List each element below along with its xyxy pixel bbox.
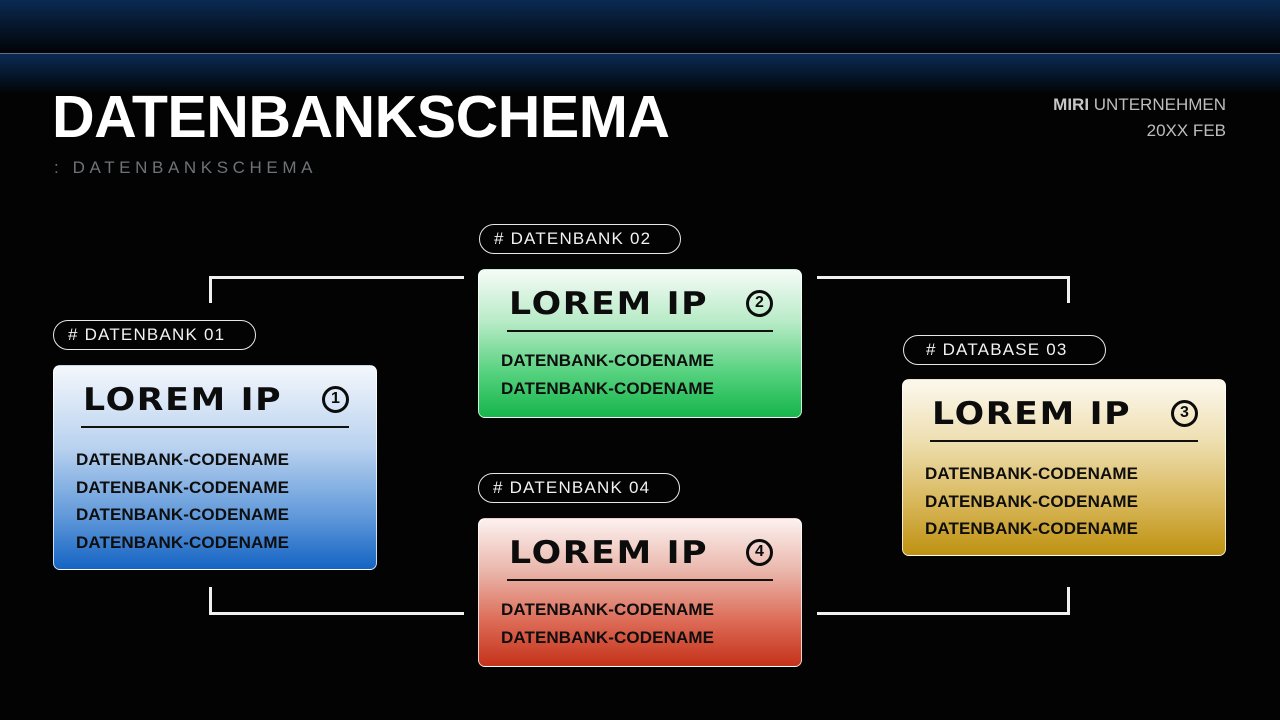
card-title: LOREM IP [509, 535, 709, 571]
list-item: DATENBANK-CODENAME [925, 464, 1139, 483]
database-tag-02: # DATENBANK 02 [479, 224, 681, 254]
company-info: MIRI UNTERNEHMEN 20XX FEB [1053, 92, 1226, 144]
page-title: DATENBANKSCHEMA [52, 84, 670, 150]
circled-number-icon: 3 [1171, 400, 1198, 427]
company-name-rest: UNTERNEHMEN [1089, 95, 1226, 114]
card-header: LOREM IP 1 [81, 380, 349, 428]
list-item: DATENBANK-CODENAME [925, 519, 1139, 538]
connector-db1-db4 [209, 587, 464, 615]
card-items: DATENBANK-CODENAME DATENBANK-CODENAME DA… [76, 446, 289, 556]
card-header: LOREM IP 4 [507, 533, 773, 581]
connector-db4-db3 [817, 587, 1070, 615]
header-band-gradient [0, 54, 1280, 94]
card-header: LOREM IP 2 [507, 284, 773, 332]
company-name-bold: MIRI [1053, 95, 1090, 114]
circled-number-icon: 1 [322, 386, 349, 413]
list-item: DATENBANK-CODENAME [76, 505, 290, 524]
card-items: DATENBANK-CODENAME DATENBANK-CODENAME [501, 347, 714, 402]
list-item: DATENBANK-CODENAME [501, 600, 715, 619]
card-header: LOREM IP 3 [930, 394, 1198, 442]
list-item: DATENBANK-CODENAME [501, 627, 715, 647]
card-title: LOREM IP [932, 396, 1132, 432]
header-divider [0, 53, 1280, 54]
database-card-02[interactable]: LOREM IP 2 DATENBANK-CODENAME DATENBANK-… [478, 269, 802, 418]
list-item: DATENBANK-CODENAME [76, 450, 290, 469]
database-card-03[interactable]: LOREM IP 3 DATENBANK-CODENAME DATENBANK-… [902, 379, 1226, 556]
database-card-04[interactable]: LOREM IP 4 DATENBANK-CODENAME DATENBANK-… [478, 518, 802, 667]
list-item: DATENBANK-CODENAME [76, 532, 290, 552]
card-title: LOREM IP [509, 286, 709, 322]
card-items: DATENBANK-CODENAME DATENBANK-CODENAME DA… [925, 460, 1138, 543]
database-tag-01: # DATENBANK 01 [53, 320, 256, 350]
company-name: MIRI UNTERNEHMEN [1053, 92, 1226, 118]
database-tag-03: # DATABASE 03 [903, 335, 1106, 365]
presentation-date: 20XX FEB [1146, 121, 1226, 140]
header-band-top [0, 0, 1280, 53]
connector-db2-db3 [817, 276, 1070, 303]
page-subtitle: : DATENBANKSCHEMA [54, 158, 318, 177]
card-title: LOREM IP [83, 382, 283, 418]
circled-number-icon: 4 [746, 539, 773, 566]
list-item: DATENBANK-CODENAME [501, 351, 715, 370]
database-tag-04: # DATENBANK 04 [478, 473, 680, 503]
card-items: DATENBANK-CODENAME DATENBANK-CODENAME [501, 596, 714, 651]
list-item: DATENBANK-CODENAME [76, 477, 290, 497]
connector-db1-db2 [209, 276, 464, 303]
database-card-01[interactable]: LOREM IP 1 DATENBANK-CODENAME DATENBANK-… [53, 365, 377, 570]
list-item: DATENBANK-CODENAME [501, 378, 715, 398]
list-item: DATENBANK-CODENAME [925, 491, 1139, 511]
circled-number-icon: 2 [746, 290, 773, 317]
